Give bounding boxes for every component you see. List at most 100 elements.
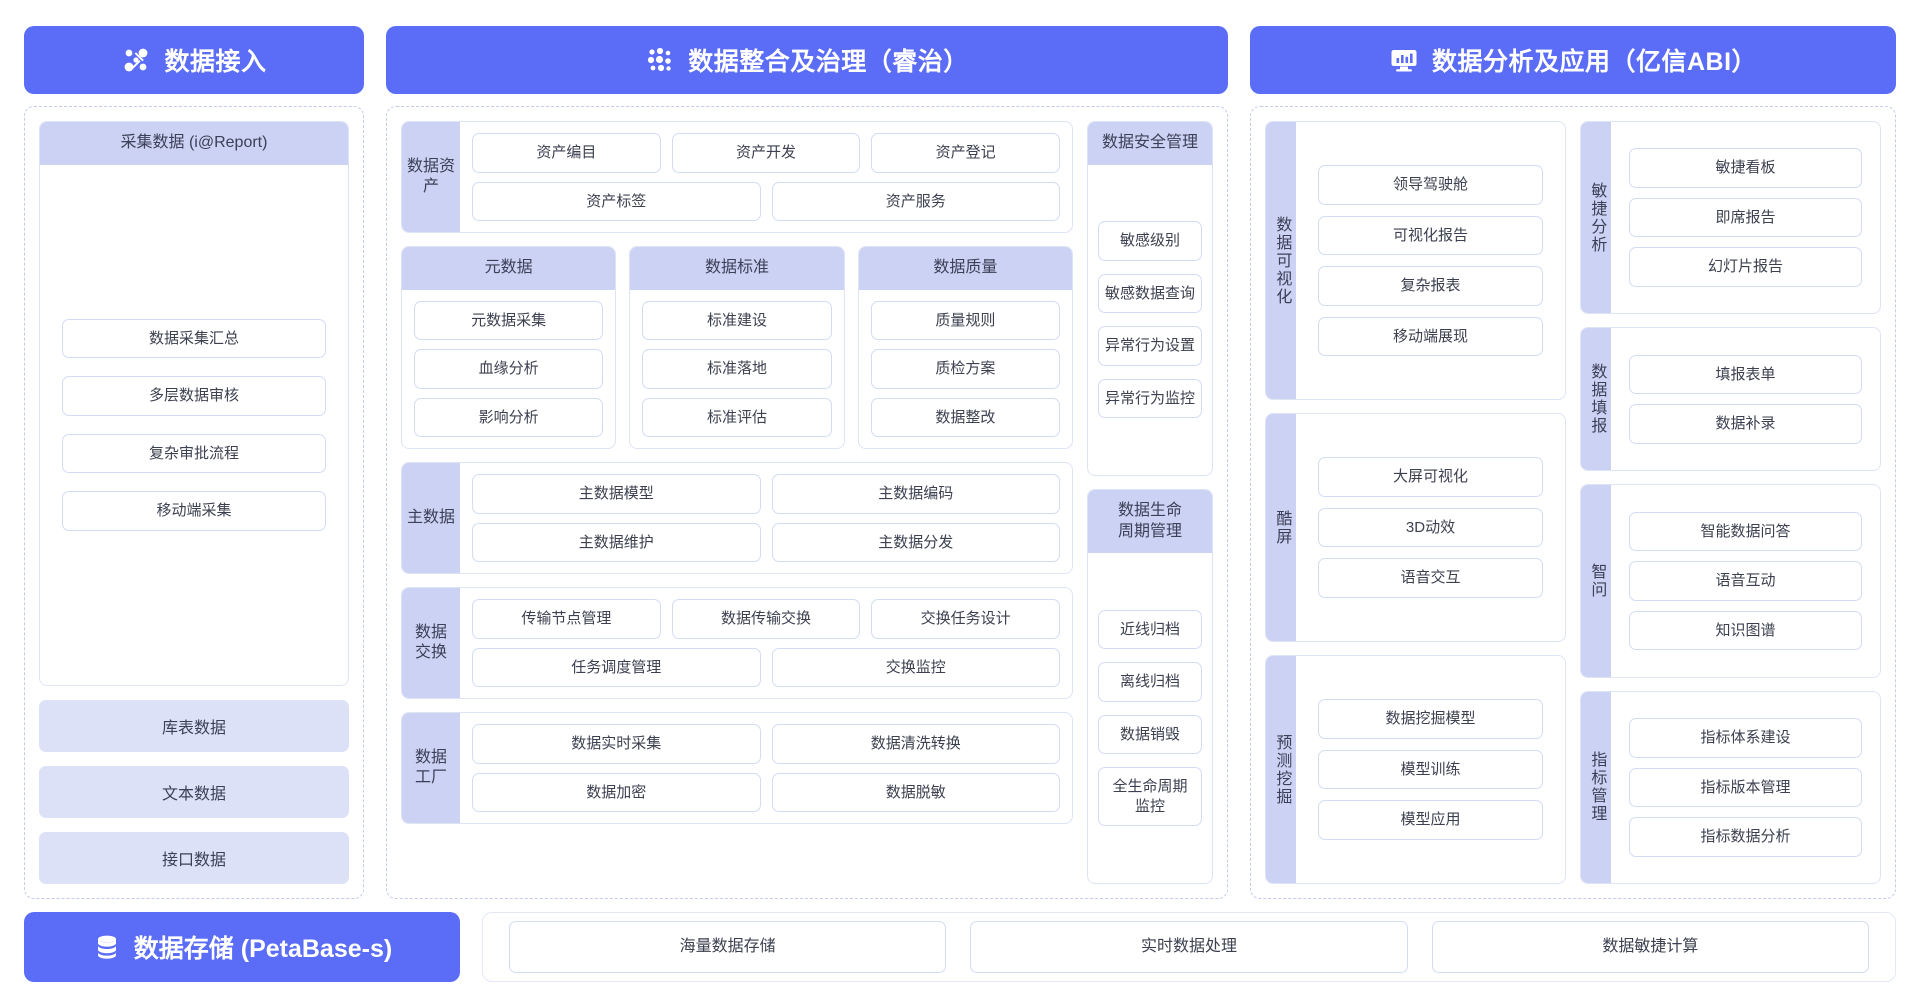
chip-item[interactable]: 填报表单 [1629, 354, 1862, 395]
card-data-security: 数据安全管理 敏感级别 敏感数据查询 异常行为设置 异常行为监控 [1086, 121, 1213, 476]
chip-item[interactable]: 质检方案 [870, 349, 1060, 389]
chip-item[interactable]: 海量数据存储 [509, 920, 947, 974]
pillar-header-row: 数据接入 数据整合及治理（睿治） [24, 26, 1896, 94]
card-title: 数据安全管理 [1087, 122, 1212, 165]
card-metadata: 元数据 元数据采集 血缘分析 影响分析 [401, 246, 617, 450]
chip-item[interactable]: 影响分析 [414, 397, 604, 438]
governance-side-column: 数据安全管理 敏感级别 敏感数据查询 异常行为设置 异常行为监控 数据生命 周期… [1086, 121, 1213, 885]
chip-item[interactable]: 语音互动 [1629, 561, 1862, 601]
pillar-header-label: 数据分析及应用（亿信ABI） [1431, 48, 1758, 76]
card-label-text: 数据工厂 [414, 749, 447, 787]
card-label: 酷屏 [1266, 414, 1296, 642]
network-nodes-icon [121, 45, 151, 75]
card-label: 智问 [1581, 485, 1611, 677]
chip-item[interactable]: 标准建设 [642, 300, 832, 341]
chip-item[interactable]: 血缘分析 [414, 349, 604, 389]
card-title-line2: 周期管理 [1117, 522, 1182, 540]
chip-item[interactable]: 资产服务 [771, 181, 1060, 221]
chip-item[interactable]: 数据整改 [870, 397, 1060, 438]
chip-item[interactable]: 敏感级别 [1097, 221, 1202, 261]
chip-item[interactable]: 质量规则 [870, 300, 1060, 341]
chip-item[interactable]: 领导驾驶舱 [1318, 165, 1543, 205]
chip-item[interactable]: 资产开发 [671, 133, 861, 173]
monitor-chart-icon [1389, 45, 1419, 75]
chip-item[interactable]: 主数据维护 [472, 522, 761, 563]
chip-item[interactable]: 大屏可视化 [1318, 457, 1543, 497]
chip-item[interactable]: 敏感数据查询 [1097, 273, 1202, 314]
chip-item[interactable]: 近线归档 [1097, 609, 1202, 650]
panel-data-governance: 数据资产 资产编目 资产开发 资产登记 资产标签 资产服务 [386, 106, 1228, 899]
chip-item[interactable]: 复杂审批流程 [62, 433, 326, 474]
panel-data-analysis: 数据可视化 领导驾驶舱 可视化报告 复杂报表 移动端展现 酷屏 大屏可视化 [1250, 106, 1896, 899]
card-title: 数据生命 周期管理 [1087, 489, 1212, 554]
card-title: 数据质量 [858, 247, 1072, 290]
card-label: 数据资产 [402, 122, 460, 232]
chip-item[interactable]: 元数据采集 [414, 300, 604, 341]
pillar-header-data-access[interactable]: 数据接入 [24, 26, 364, 94]
bar-text-data[interactable]: 文本数据 [39, 766, 349, 818]
card-cool-screen: 酷屏 大屏可视化 3D动效 语音交互 [1265, 413, 1566, 643]
chip-item[interactable]: 传输节点管理 [472, 599, 661, 639]
chip-item[interactable]: 数据采集汇总 [62, 318, 326, 359]
chip-item[interactable]: 交换任务设计 [871, 599, 1060, 639]
chip-item[interactable]: 资产标签 [472, 181, 761, 221]
chip-item[interactable]: 语音交互 [1318, 558, 1543, 598]
chip-item[interactable]: 资产登记 [871, 133, 1060, 173]
analysis-right-column: 敏捷分析 敏捷看板 即席报告 幻灯片报告 数据填报 填报表单 数据补录 [1580, 121, 1881, 884]
chip-item[interactable]: 资产编目 [472, 133, 661, 173]
chip-item[interactable]: 交换监控 [771, 647, 1060, 688]
chip-item[interactable]: 任务调度管理 [472, 647, 761, 688]
chip-item[interactable]: 移动端展现 [1318, 316, 1543, 357]
pillar-header-data-analysis[interactable]: 数据分析及应用（亿信ABI） [1250, 26, 1896, 94]
chip-item[interactable]: 主数据模型 [472, 474, 761, 514]
storage-header[interactable]: 数据存储 (PetaBase-s) [24, 912, 460, 982]
chip-item[interactable]: 数据加密 [472, 772, 761, 813]
bar-interface-data[interactable]: 接口数据 [39, 832, 349, 884]
card-title: 采集数据 (i@Report) [40, 122, 348, 165]
chip-item[interactable]: 移动端采集 [62, 491, 326, 531]
chip-item[interactable]: 数据挖掘模型 [1318, 699, 1543, 739]
chip-item[interactable]: 复杂报表 [1318, 266, 1543, 306]
chip-item[interactable]: 指标体系建设 [1629, 718, 1862, 758]
chip-item[interactable]: 数据传输交换 [671, 599, 861, 639]
chip-item[interactable]: 智能数据问答 [1629, 511, 1862, 552]
chip-item[interactable]: 标准评估 [642, 397, 832, 438]
bar-table-data[interactable]: 库表数据 [39, 700, 349, 752]
chip-item[interactable]: 即席报告 [1629, 197, 1862, 238]
chip-item[interactable]: 幻灯片报告 [1629, 247, 1862, 287]
chip-item[interactable]: 异常行为设置 [1097, 326, 1202, 366]
chip-item[interactable]: 数据敏捷计算 [1431, 920, 1869, 974]
pillar-body-row: 采集数据 (i@Report) 数据采集汇总 多层数据审核 复杂审批流程 移动端… [24, 106, 1896, 899]
chip-item[interactable]: 主数据分发 [771, 522, 1060, 563]
card-label: 预测挖掘 [1266, 656, 1296, 883]
chip-item[interactable]: 数据销毁 [1097, 714, 1202, 755]
card-label-text: 酷屏 [1273, 509, 1291, 546]
chip-item[interactable]: 指标数据分析 [1629, 817, 1862, 857]
chip-item[interactable]: 主数据编码 [771, 474, 1060, 514]
pillar-header-data-governance[interactable]: 数据整合及治理（睿治） [386, 26, 1228, 94]
chip-item[interactable]: 模型应用 [1318, 800, 1543, 840]
card-data-quality: 数据质量 质量规则 质检方案 数据整改 [857, 246, 1073, 450]
chip-line1: 全生命周期 [1112, 778, 1188, 796]
chip-item[interactable]: 3D动效 [1318, 507, 1543, 548]
chip-item[interactable]: 可视化报告 [1318, 215, 1543, 256]
chip-item[interactable]: 数据清洗转换 [771, 724, 1060, 764]
chip-item[interactable]: 多层数据审核 [62, 376, 326, 416]
chip-item[interactable]: 知识图谱 [1629, 610, 1862, 651]
card-data-lifecycle: 数据生命 周期管理 近线归档 离线归档 数据销毁 全生命周期 监控 [1086, 488, 1213, 885]
chip-item[interactable]: 异常行为监控 [1097, 378, 1202, 419]
chip-item[interactable]: 模型训练 [1318, 749, 1543, 790]
chip-item[interactable]: 数据补录 [1629, 404, 1862, 444]
pillar-header-label: 数据整合及治理（睿治） [688, 48, 969, 76]
chip-item[interactable]: 标准落地 [642, 349, 832, 389]
chip-item[interactable]: 全生命周期 监控 [1097, 767, 1202, 827]
chip-item[interactable]: 敏捷看板 [1629, 148, 1862, 188]
chip-item[interactable]: 指标版本管理 [1629, 767, 1862, 808]
chip-item[interactable]: 数据实时采集 [472, 724, 761, 764]
chip-item[interactable]: 实时数据处理 [970, 920, 1408, 974]
chip-item[interactable]: 离线归档 [1097, 662, 1202, 702]
chip-item[interactable]: 数据脱敏 [771, 772, 1060, 813]
storage-items-container: 海量数据存储 实时数据处理 数据敏捷计算 [482, 912, 1896, 982]
card-data-visualization: 数据可视化 领导驾驶舱 可视化报告 复杂报表 移动端展现 [1265, 121, 1566, 401]
